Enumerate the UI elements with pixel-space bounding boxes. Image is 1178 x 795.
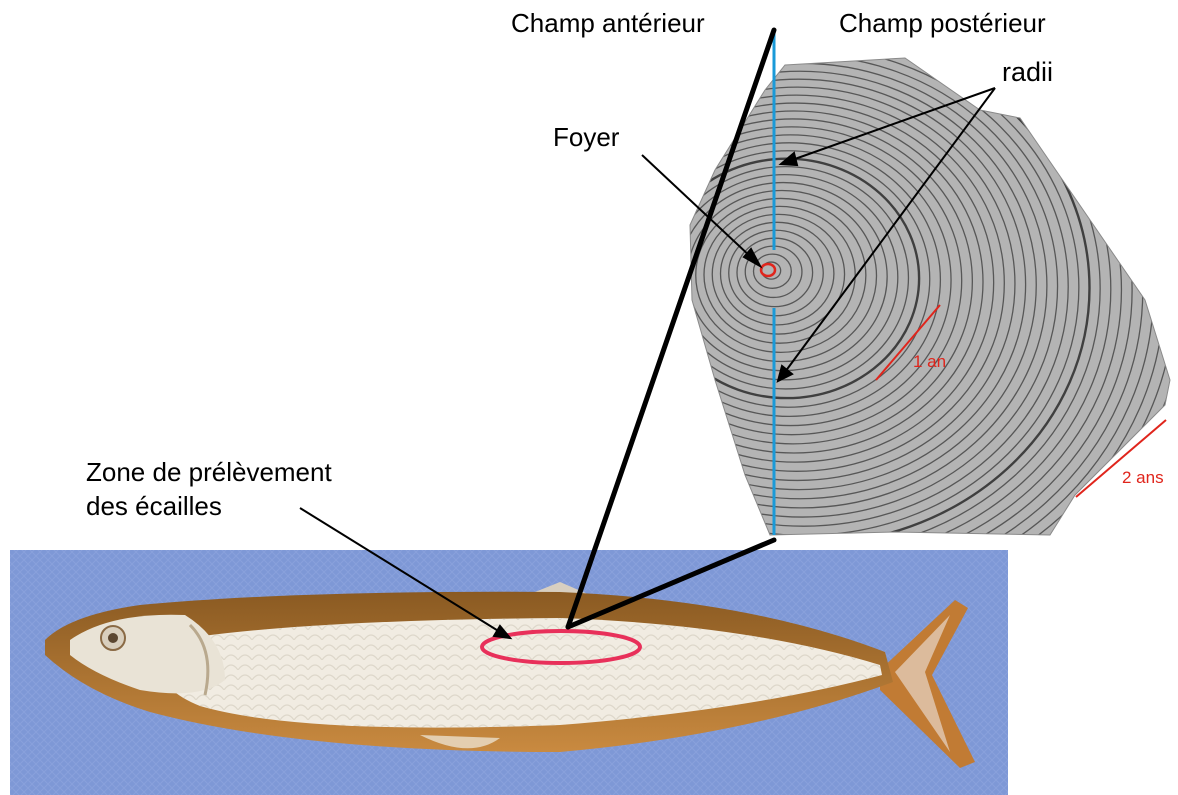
label-champ-posterieur: Champ postérieur bbox=[839, 8, 1046, 38]
fish-photo bbox=[10, 550, 1008, 795]
label-champ-anterieur: Champ antérieur bbox=[511, 8, 705, 38]
label-2-ans: 2 ans bbox=[1122, 468, 1164, 488]
label-foyer: Foyer bbox=[553, 122, 619, 152]
label-radii: radii bbox=[1002, 57, 1053, 87]
label-zone-line1: Zone de prélèvement bbox=[86, 457, 332, 487]
label-1-an: 1 an bbox=[913, 352, 946, 372]
label-zone-line2: des écailles bbox=[86, 491, 222, 521]
